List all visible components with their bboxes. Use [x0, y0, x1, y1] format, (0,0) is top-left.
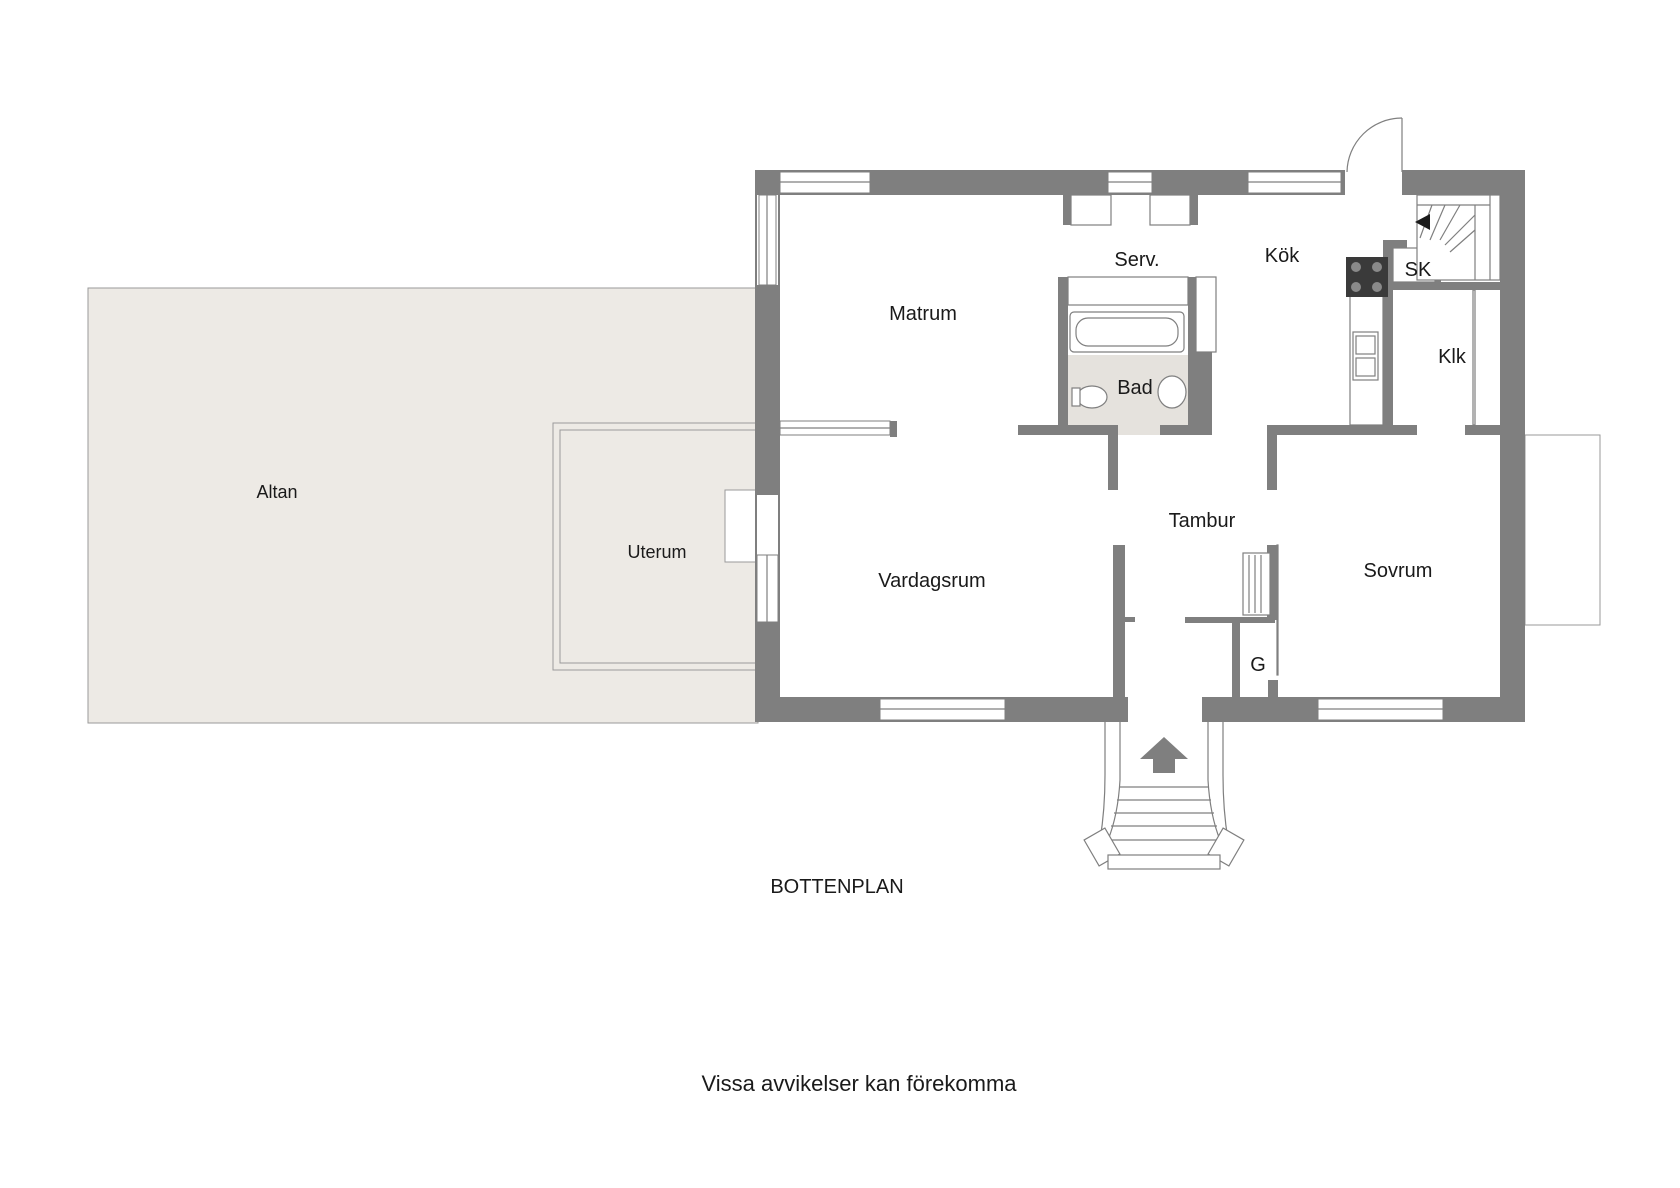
room-label-tambur: Tambur	[1169, 510, 1236, 532]
bathtub-icon	[1069, 311, 1185, 353]
top-wall-openings	[779, 168, 1402, 197]
room-labels: Altan Uterum Matrum Serv. Kök SK Klk Bad…	[256, 245, 1466, 676]
interior-walls	[779, 194, 1500, 697]
room-label-bad: Bad	[1117, 377, 1153, 399]
plan-title: BOTTENPLAN	[770, 876, 903, 898]
room-label-sk: SK	[1405, 259, 1432, 281]
entrance-arrow-icon	[1140, 737, 1188, 773]
room-label-g: G	[1250, 654, 1266, 676]
left-wall-openings	[756, 194, 779, 623]
staircase	[1415, 194, 1501, 281]
uterum-step	[724, 489, 759, 563]
bottom-wall-openings	[879, 695, 1444, 724]
washbasin-icon	[1157, 375, 1187, 409]
room-label-sovrum: Sovrum	[1364, 560, 1433, 582]
disclaimer: Vissa avvikelser kan förekomma	[701, 1071, 1017, 1096]
room-label-vardagsrum: Vardagsrum	[878, 570, 985, 592]
radiator	[1242, 552, 1271, 616]
bath-fixtures	[1069, 311, 1187, 409]
stair-direction-arrow-icon	[1415, 214, 1430, 230]
entrance-steps	[1083, 722, 1245, 870]
room-label-serv: Serv.	[1114, 249, 1159, 271]
room-label-klk: Klk	[1438, 346, 1467, 368]
room-label-uterum: Uterum	[627, 542, 686, 562]
stove-icon	[1346, 257, 1388, 297]
sink-icon	[1352, 331, 1379, 381]
room-label-altan: Altan	[256, 482, 297, 502]
kitchen-entry-door	[1346, 117, 1403, 173]
room-label-kok: Kök	[1265, 245, 1300, 267]
kitchen-fixtures	[1346, 257, 1388, 426]
side-porch	[1524, 434, 1601, 626]
toilet-icon	[1076, 385, 1108, 409]
room-label-matrum: Matrum	[889, 303, 957, 325]
